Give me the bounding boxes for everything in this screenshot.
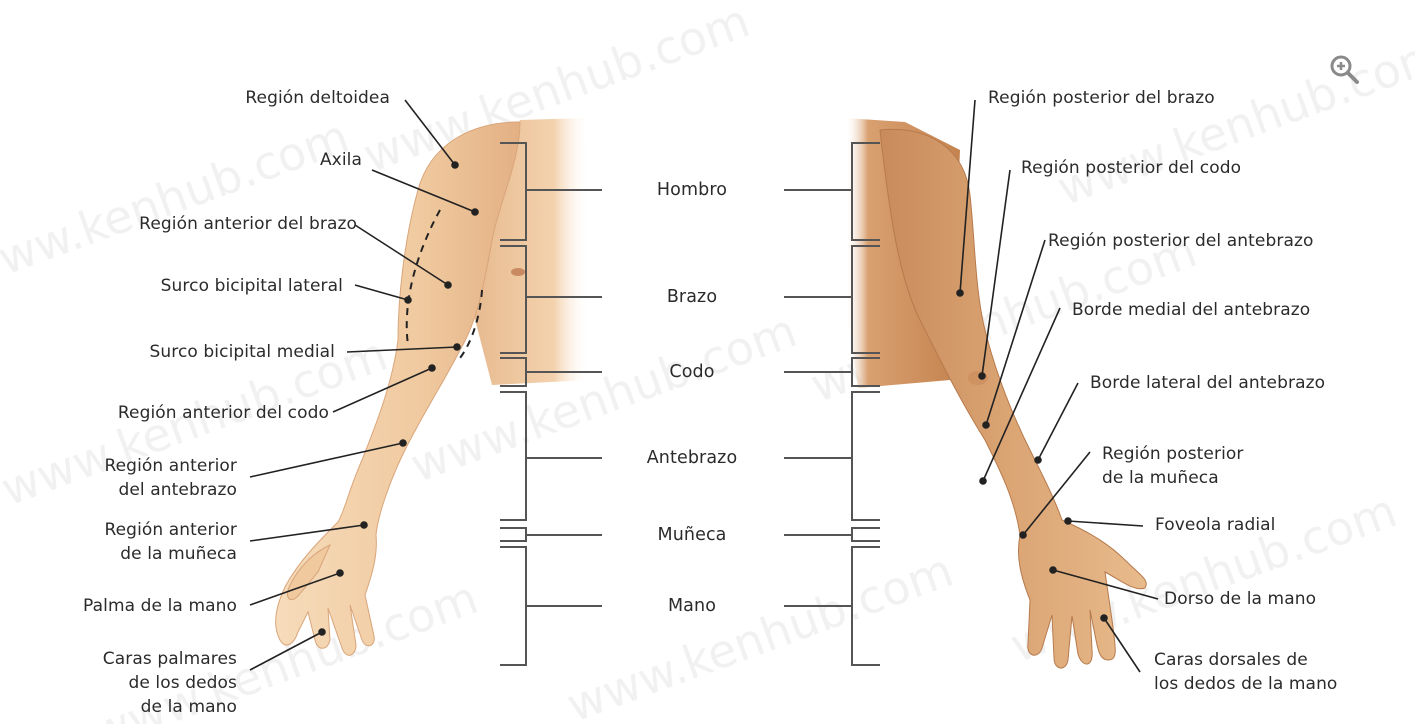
label-medial-forearm-border: Borde medial del antebrazo: [1072, 298, 1310, 322]
label-anterior-forearm-region: Región anterior del antebrazo: [104, 454, 237, 502]
label-line: los dedos de la mano: [1154, 672, 1337, 696]
label-elbow: Codo: [612, 360, 772, 384]
label-axilla: Axila: [320, 148, 362, 172]
zoom-in-icon[interactable]: [1327, 52, 1361, 86]
label-line: de la mano: [103, 695, 237, 719]
label-line: de la muñeca: [104, 542, 237, 566]
label-dorsum-of-hand: Dorso de la mano: [1164, 587, 1316, 611]
label-radial-fossa: Foveola radial: [1155, 513, 1276, 537]
label-anterior-wrist-region: Región anterior de la muñeca: [104, 518, 237, 566]
label-palm: Palma de la mano: [83, 594, 237, 618]
label-lateral-forearm-border: Borde lateral del antebrazo: [1090, 371, 1325, 395]
label-line: Caras palmares: [103, 647, 237, 671]
label-anterior-elbow-region: Región anterior del codo: [118, 401, 329, 425]
label-deltoid-region: Región deltoidea: [245, 86, 390, 110]
label-posterior-forearm-region: Región posterior del antebrazo: [1048, 229, 1314, 253]
label-hand: Mano: [612, 594, 772, 618]
label-line: Región anterior: [104, 518, 237, 542]
label-lateral-bicipital-groove: Surco bicipital lateral: [161, 274, 343, 298]
label-line: Caras dorsales de: [1154, 648, 1337, 672]
label-line: Región anterior: [104, 454, 237, 478]
label-line: de la muñeca: [1102, 466, 1243, 490]
label-forearm: Antebrazo: [612, 446, 772, 470]
nipple: [511, 268, 525, 276]
label-posterior-elbow-region: Región posterior del codo: [1021, 156, 1241, 180]
label-anterior-arm-region: Región anterior del brazo: [139, 212, 357, 236]
label-arm: Brazo: [612, 285, 772, 309]
svg-text:www.kenhub.com: www.kenhub.com: [0, 109, 356, 299]
label-palmar-finger-faces: Caras palmares de los dedos de la mano: [103, 647, 237, 719]
svg-text:www.kenhub.com: www.kenhub.com: [560, 543, 960, 724]
label-line: de los dedos: [103, 671, 237, 695]
label-wrist: Muñeca: [612, 523, 772, 547]
label-posterior-wrist-region: Región posterior de la muñeca: [1102, 442, 1243, 490]
label-line: del antebrazo: [104, 478, 237, 502]
label-line: Región posterior: [1102, 442, 1243, 466]
label-medial-bicipital-groove: Surco bicipital medial: [149, 340, 335, 364]
label-shoulder: Hombro: [612, 178, 772, 202]
label-posterior-arm-region: Región posterior del brazo: [988, 86, 1215, 110]
label-dorsal-finger-faces: Caras dorsales de los dedos de la mano: [1154, 648, 1337, 696]
